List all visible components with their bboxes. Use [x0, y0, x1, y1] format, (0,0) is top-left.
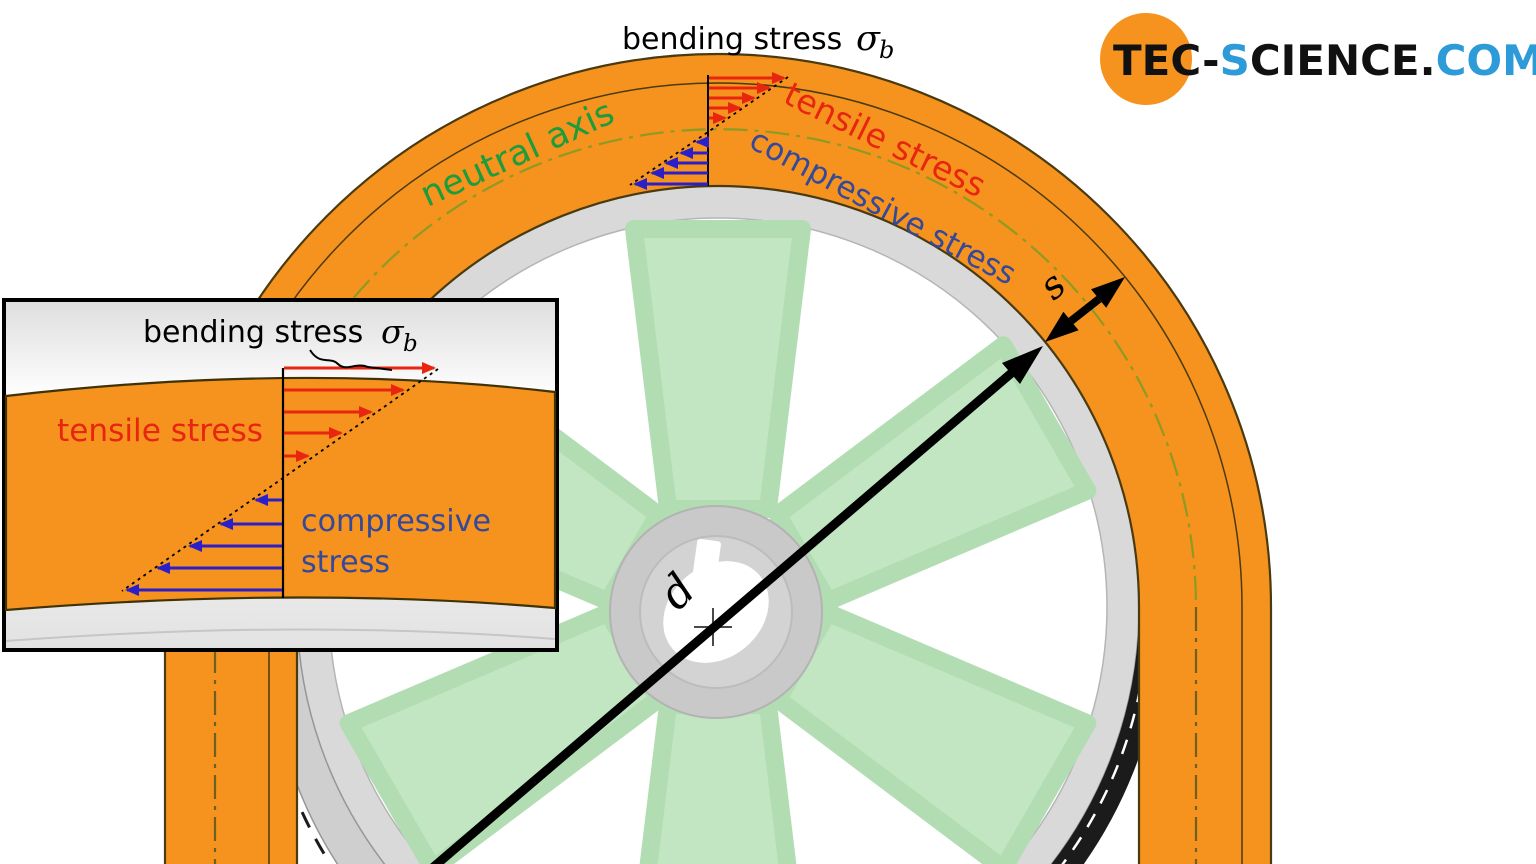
inset-rim-edge: [5, 628, 556, 642]
tec-science-logo: TEC-SCIENCE.COM: [1100, 13, 1536, 105]
sigma-subscript: b: [879, 36, 894, 64]
diameter-arrowhead: [1002, 346, 1043, 384]
logo-text-tec: TEC-: [1113, 36, 1220, 85]
leader-squiggle: [309, 349, 393, 371]
diameter-line: [430, 366, 1018, 864]
sigma-symbol: σ: [856, 19, 881, 59]
thickness-arrowhead-outer: [1091, 277, 1125, 308]
logo-text-com: COM: [1436, 36, 1536, 85]
compressive-arrows: [633, 136, 709, 190]
bore-hole: [663, 561, 769, 663]
thickness-arrowhead-inner: [1045, 311, 1079, 342]
inset-bending-stress-label: bending stress: [143, 315, 363, 350]
stress-distribution-main: [629, 72, 789, 190]
inset-sigma-symbol: σ: [381, 312, 405, 351]
logo-text-cience: CIENCE.: [1250, 36, 1436, 85]
neutral-axis-line: [238, 127, 1198, 608]
spoke-bottom: [625, 696, 811, 864]
inset-detail-box: bending stress σ b tensile stress compre…: [2, 298, 559, 652]
inset-compressive-arrows: [125, 494, 282, 596]
logo-circle: [1100, 13, 1192, 105]
diameter-dimension: [430, 346, 1043, 864]
spoke-top: [625, 220, 811, 518]
tensile-arrows: [709, 72, 786, 124]
keyway-notch: [692, 538, 722, 578]
logo-text-s: S: [1220, 36, 1250, 85]
thickness-dimension: [1045, 277, 1125, 342]
belt-body: [163, 52, 1273, 864]
inset-tensile-arrows: [284, 362, 436, 462]
inset-compressive-label-line2: stress: [301, 545, 390, 580]
inset-belt-band: [4, 376, 557, 612]
hub: [609, 505, 823, 719]
bending-stress-label: bending stress: [622, 22, 842, 57]
inset-stress-envelope: [121, 368, 439, 592]
thickness-line: [1068, 295, 1102, 325]
inset-compressive-label-line1: compressive: [301, 504, 491, 539]
logo-text: TEC-SCIENCE.COM: [1113, 36, 1536, 85]
inset-tensile-label: tensile stress: [57, 413, 263, 449]
inset-sigma-subscript: b: [403, 331, 418, 357]
